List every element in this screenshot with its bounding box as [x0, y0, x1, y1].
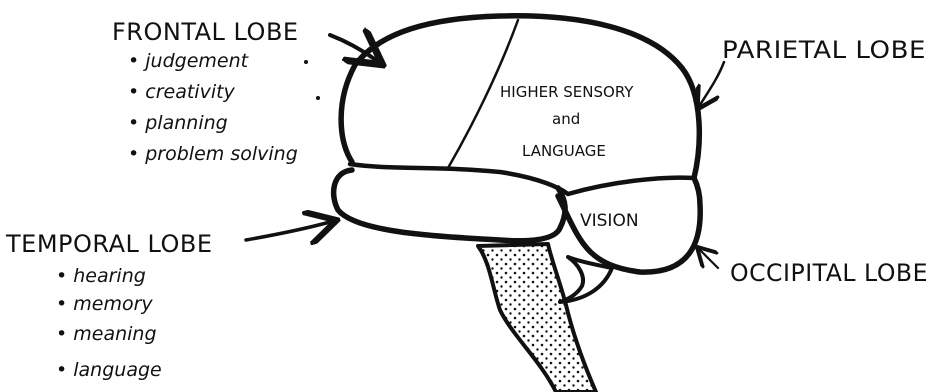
occipital-lobe-title: OCCIPITAL LOBE	[730, 259, 928, 287]
temporal-lobe-outline	[334, 170, 565, 241]
stray-dot	[316, 96, 320, 100]
temporal-function-item: • meaning	[56, 323, 157, 345]
frontal-functions: • judgement • creativity • planning • pr…	[128, 50, 298, 165]
parietal-description-line: HIGHER SENSORY	[500, 83, 634, 101]
parietal-arrow	[700, 62, 724, 105]
temporal-function-item: • hearing	[56, 265, 146, 287]
parietal-lobe-title: PARIETAL LOBE	[722, 36, 926, 64]
temporal-function-item: • memory	[56, 293, 153, 315]
frontal-lobe-title: FRONTAL LOBE	[112, 18, 299, 46]
occipital-arrow	[700, 250, 718, 268]
temporal-function-item: • language	[56, 359, 162, 381]
frontal-function-item: • planning	[128, 112, 228, 134]
frontal-function-item: • judgement	[128, 50, 250, 72]
stray-dot	[304, 60, 308, 64]
frontal-function-item: • problem solving	[128, 143, 298, 165]
cerebrum-base	[350, 164, 694, 194]
parietal-description-line: and	[552, 110, 580, 128]
temporal-arrow	[246, 222, 330, 240]
parietal-description-line: LANGUAGE	[522, 142, 606, 160]
frontal-function-item: • creativity	[128, 81, 236, 103]
temporal-lobe-title: TEMPORAL LOBE	[5, 230, 213, 258]
occipital-description: VISION	[580, 211, 639, 231]
temporal-functions: • hearing • memory • meaning • language	[56, 265, 162, 381]
